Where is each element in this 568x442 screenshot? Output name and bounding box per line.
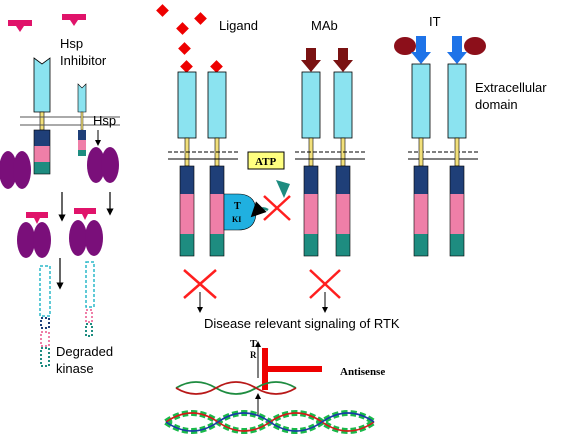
mab-label: MAb [311,18,338,33]
antibody-arrow-icon [301,48,353,72]
atp-curved-arrow [250,201,269,218]
mrna-strand-icon [175,381,297,395]
ligand-diamond-icon [156,4,223,73]
degraded-kinase-label-2: kinase [56,361,94,376]
rtk-dimer-it [411,63,467,257]
immunotoxin-icon [394,36,486,64]
it-label: IT [429,14,441,29]
degraded-kinase-label: Degraded [56,344,113,359]
rtk-dimer-mab [301,71,353,257]
tr-label-2: R [250,350,257,360]
it-panel: IT Extracellular domain [394,14,547,257]
atp-molecule-icon [276,180,290,198]
tr-label: T [250,339,257,350]
blocked-x-icon [309,269,341,299]
extracellular-label-2: domain [475,97,518,112]
degraded-receptor-left [39,265,51,367]
hsp-chaperone-right [87,147,119,183]
hsp-label: Hsp [93,113,116,128]
hsp-inhibitor-label-2: Inhibitor [60,53,107,68]
rtk-dimer-ligand [177,71,227,257]
receptor-hsp-bound [33,57,51,175]
antisense-blocker [262,348,322,390]
hsp-inhibitor-complex-right [69,208,103,256]
tki-icon: T KI [223,193,257,231]
tki-label: T [234,201,241,212]
hsp-panel: Hsp Inhibitor Hsp [0,14,120,376]
atp-label: ATP [255,156,276,168]
mab-panel: MAb [301,18,353,313]
ligand-label: Ligand [219,18,258,33]
hsp-chaperone-left [0,151,31,189]
antisense-label: Antisense [340,366,385,378]
blocked-x-icon [183,195,291,299]
extracellular-label: Extracellular [475,80,547,95]
hsp-inhibitor-icon [8,14,86,32]
hsp-inhibitor-label: Hsp [60,36,83,51]
dna-helix-icon [164,410,376,434]
degraded-receptor-right [85,261,95,337]
hsp-inhibitor-complex-left [17,212,51,258]
transcription-arrow: T R [250,339,261,415]
receptor-small [77,83,87,156]
ligand-panel: Ligand T KI ATP [156,4,291,313]
tki-label-2: KI [232,215,241,224]
atp-box: ATP [247,151,285,170]
disease-signaling-label: Disease relevant signaling of RTK [204,316,400,331]
cell-membrane [168,151,478,160]
